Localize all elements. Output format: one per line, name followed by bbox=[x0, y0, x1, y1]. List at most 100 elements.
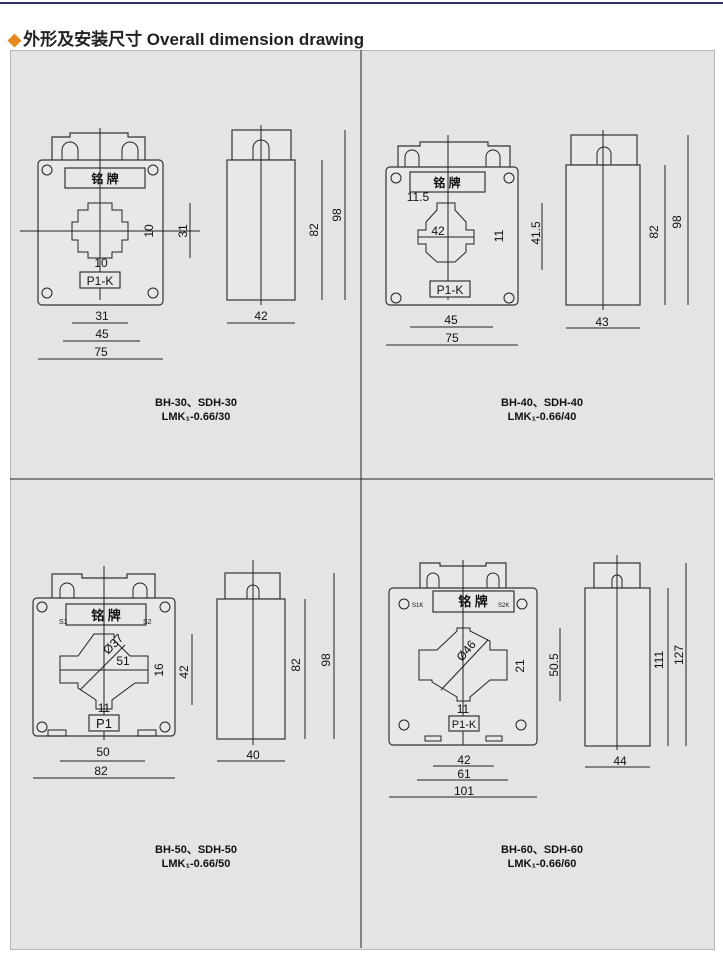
dimension-label: 98 bbox=[330, 208, 344, 222]
dimension-label: 50.5 bbox=[547, 653, 561, 677]
dimension-label: 42 bbox=[254, 309, 268, 323]
dimension-label: 21 bbox=[513, 659, 527, 673]
dimension-label: S1 bbox=[59, 619, 68, 626]
nameplate bbox=[65, 603, 147, 626]
window-opening bbox=[418, 627, 508, 702]
terminal-label-box bbox=[88, 714, 120, 732]
dimension-label: 11 bbox=[492, 229, 506, 242]
drawing-line bbox=[159, 721, 171, 733]
drawing-line bbox=[79, 644, 126, 691]
dimension-label: 铭 牌 bbox=[433, 175, 460, 190]
page-title: ◆外形及安装尺寸 Overall dimension drawing bbox=[8, 25, 364, 50]
drawing-line bbox=[137, 729, 157, 737]
model-caption: LMK₁-0.66/60 bbox=[508, 858, 577, 870]
drawing-bh30: 铭 牌 P1-K 10 31 10 31 45 75 42 82 98 BH-3… bbox=[20, 125, 346, 423]
drawing-line bbox=[41, 164, 159, 299]
dimension-label: 43 bbox=[595, 315, 609, 329]
terminal-label-box bbox=[448, 715, 480, 732]
dimension-label: 31 bbox=[176, 224, 190, 238]
nameplate bbox=[64, 167, 146, 189]
dimension-label: 铭 牌 bbox=[91, 608, 121, 623]
drawing-line bbox=[61, 141, 139, 160]
dimension-label: 10 bbox=[94, 256, 108, 270]
drawing-line bbox=[390, 292, 402, 304]
drawing-line bbox=[570, 134, 638, 166]
dimension-label: 75 bbox=[445, 331, 459, 345]
drawing-line bbox=[36, 601, 171, 733]
model-caption: BH-30、SDH-30 bbox=[155, 397, 237, 409]
drawing-line bbox=[147, 287, 159, 299]
mounting-bracket bbox=[51, 132, 146, 160]
drawing-line bbox=[426, 572, 500, 588]
dimension-label: 铭 牌 bbox=[91, 171, 118, 186]
window-opening bbox=[71, 202, 129, 259]
dimension-label: 98 bbox=[319, 653, 333, 667]
dimension-label: 45 bbox=[95, 327, 109, 341]
drawing-bh40: 铭 牌 11.5 42 11 41.5 P1-K 45 75 43 82 98 … bbox=[385, 130, 689, 423]
dimension-label: 42 bbox=[177, 665, 191, 679]
drawing-line bbox=[47, 729, 67, 737]
dimension-label: 82 bbox=[647, 225, 661, 239]
window-opening bbox=[417, 202, 475, 263]
dimension-label: 61 bbox=[457, 767, 471, 781]
dimension-label: 82 bbox=[307, 223, 321, 237]
dimension-label: 82 bbox=[94, 764, 108, 778]
dimension-label: S1K bbox=[412, 603, 423, 609]
dimension-label: 10 bbox=[142, 224, 156, 238]
dimension-label: 51 bbox=[116, 654, 130, 668]
drawing-line bbox=[36, 721, 48, 733]
dimension-label: 127 bbox=[672, 645, 686, 665]
title-text: 外形及安装尺寸 Overall dimension drawing bbox=[23, 30, 365, 49]
drawing-line bbox=[397, 141, 511, 167]
drawing-line bbox=[390, 172, 515, 304]
model-caption: LMK₁-0.66/30 bbox=[162, 411, 231, 423]
drawing-line bbox=[440, 639, 489, 691]
dimension-label: 40 bbox=[246, 748, 260, 762]
drawing-line bbox=[41, 287, 53, 299]
front-view-body bbox=[385, 166, 519, 306]
dimension-label: 75 bbox=[94, 345, 108, 359]
drawing-line bbox=[390, 172, 402, 184]
dimension-label: 16 bbox=[152, 663, 166, 677]
drawing-line bbox=[503, 292, 515, 304]
dimension-label: P1-K bbox=[437, 283, 464, 297]
drawing-line bbox=[36, 601, 48, 613]
dimension-label: 44 bbox=[613, 754, 627, 768]
dimension-label: 铭 牌 bbox=[458, 594, 488, 609]
dimension-label: 11.5 bbox=[407, 190, 430, 204]
dimension-label: 45 bbox=[444, 313, 458, 327]
drawing-line bbox=[596, 146, 612, 165]
drawing-line bbox=[515, 719, 527, 731]
terminal-label-box bbox=[429, 280, 471, 298]
window-opening bbox=[59, 633, 149, 710]
drawing-line bbox=[398, 719, 410, 731]
dimension-label: P1-K bbox=[87, 274, 114, 288]
drawing-line bbox=[159, 601, 171, 613]
model-caption: BH-50、SDH-50 bbox=[155, 844, 237, 856]
nameplate bbox=[432, 590, 515, 613]
dimension-label: 42 bbox=[431, 224, 445, 238]
diamond-icon: ◆ bbox=[8, 30, 22, 49]
drawing-line bbox=[485, 735, 503, 742]
dimension-label: P1 bbox=[96, 716, 112, 731]
dimension-label: S2K bbox=[498, 603, 509, 609]
drawing-line bbox=[59, 582, 148, 598]
drawing-line bbox=[404, 149, 501, 167]
dimension-label: 31 bbox=[95, 309, 109, 323]
dimension-label: 11 bbox=[98, 701, 111, 715]
dimension-label: 42 bbox=[457, 753, 471, 767]
terminal-label-box bbox=[79, 271, 121, 289]
dimension-label: 101 bbox=[454, 784, 474, 798]
dimension-label: 41.5 bbox=[529, 221, 543, 245]
dimension-label: P1-K bbox=[452, 719, 477, 731]
top-divider bbox=[0, 2, 723, 4]
dimension-label: S2 bbox=[143, 619, 152, 626]
dimension-label: 82 bbox=[289, 658, 303, 672]
dimension-label: 98 bbox=[670, 215, 684, 229]
side-view-body bbox=[216, 598, 286, 740]
drawing-line bbox=[424, 735, 442, 742]
